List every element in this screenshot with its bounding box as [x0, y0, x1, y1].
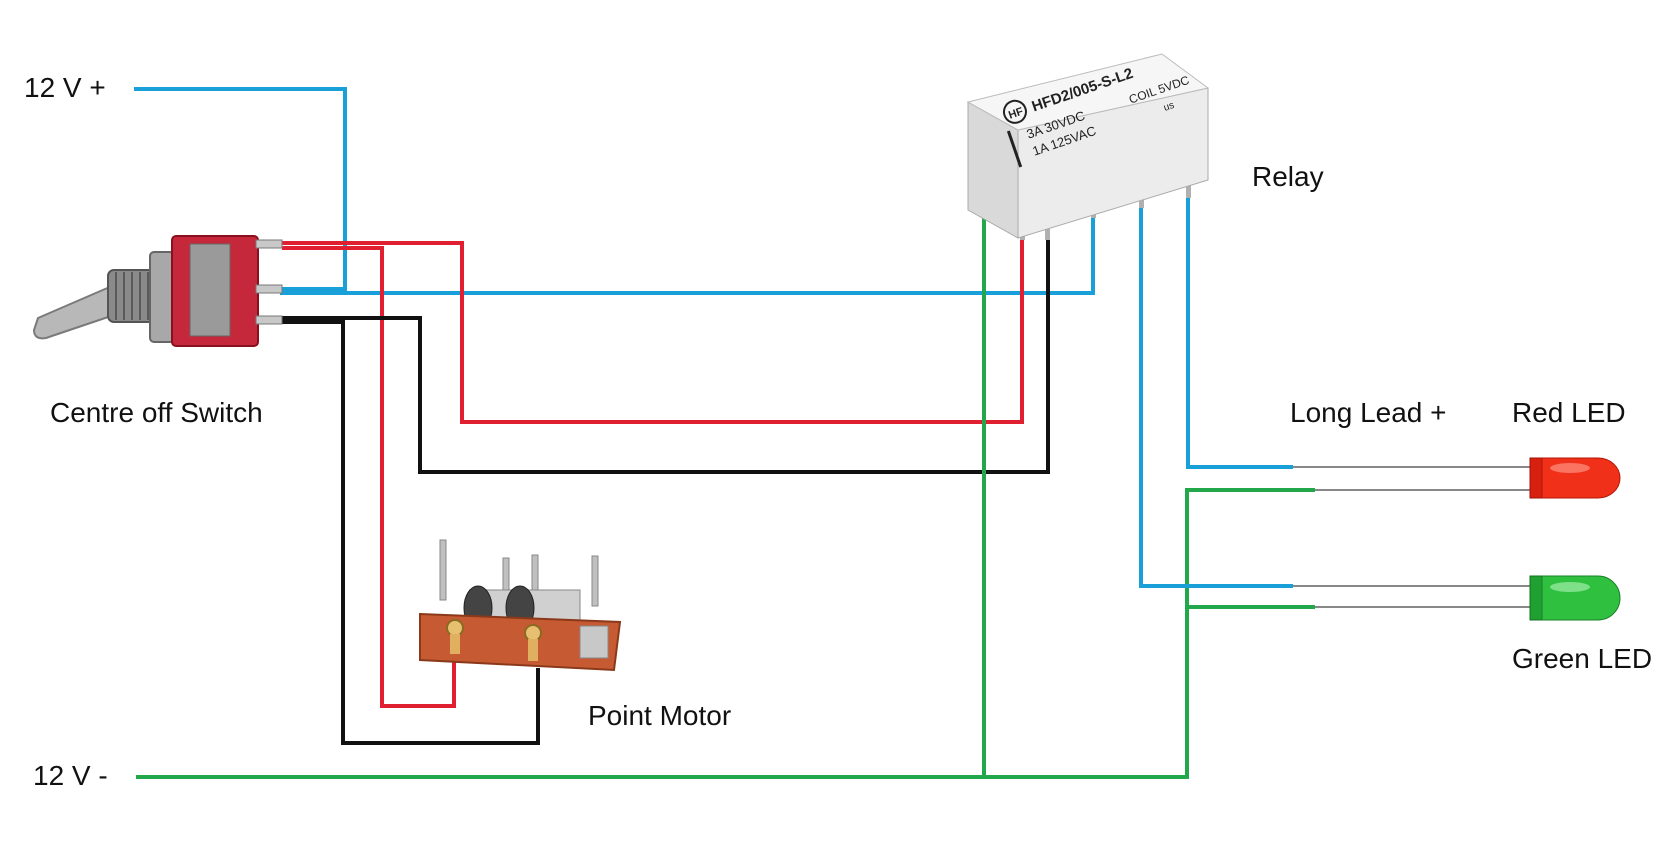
wire-switch-to-relay-red	[282, 238, 1024, 424]
label-relay: Relay	[1252, 161, 1324, 192]
wire-12v-neg	[136, 488, 1315, 779]
wire-switch-to-motor-red	[282, 246, 456, 708]
label-12v-positive: 12 V +	[24, 72, 106, 103]
wire-relay-to-red-led	[1186, 196, 1293, 469]
label-switch: Centre off Switch	[50, 397, 263, 428]
label-red-led: Red LED	[1512, 397, 1626, 428]
label-long-lead: Long Lead +	[1290, 397, 1447, 428]
red-led-icon	[1293, 457, 1621, 499]
label-12v-negative: 12 V -	[33, 760, 108, 791]
label-green-led: Green LED	[1512, 643, 1653, 674]
relay-cert: us	[1162, 100, 1176, 114]
relay-logo: HF	[1007, 105, 1025, 121]
wire-switch-to-relay-black	[282, 240, 1050, 474]
green-led-icon	[1293, 575, 1621, 621]
wire-switch-to-motor-black	[282, 320, 540, 745]
wire-switch-to-relay-blue	[280, 210, 1095, 295]
point-motor-icon	[419, 539, 622, 672]
toggle-switch-icon	[32, 235, 283, 347]
wire-relay-to-green-led	[1139, 206, 1293, 588]
relay-icon: HF HFD2/005-S-L2 3A 30VDC 1A 125VAC COIL…	[966, 53, 1210, 240]
wire-12v-pos	[134, 87, 347, 291]
label-point-motor: Point Motor	[588, 700, 732, 731]
